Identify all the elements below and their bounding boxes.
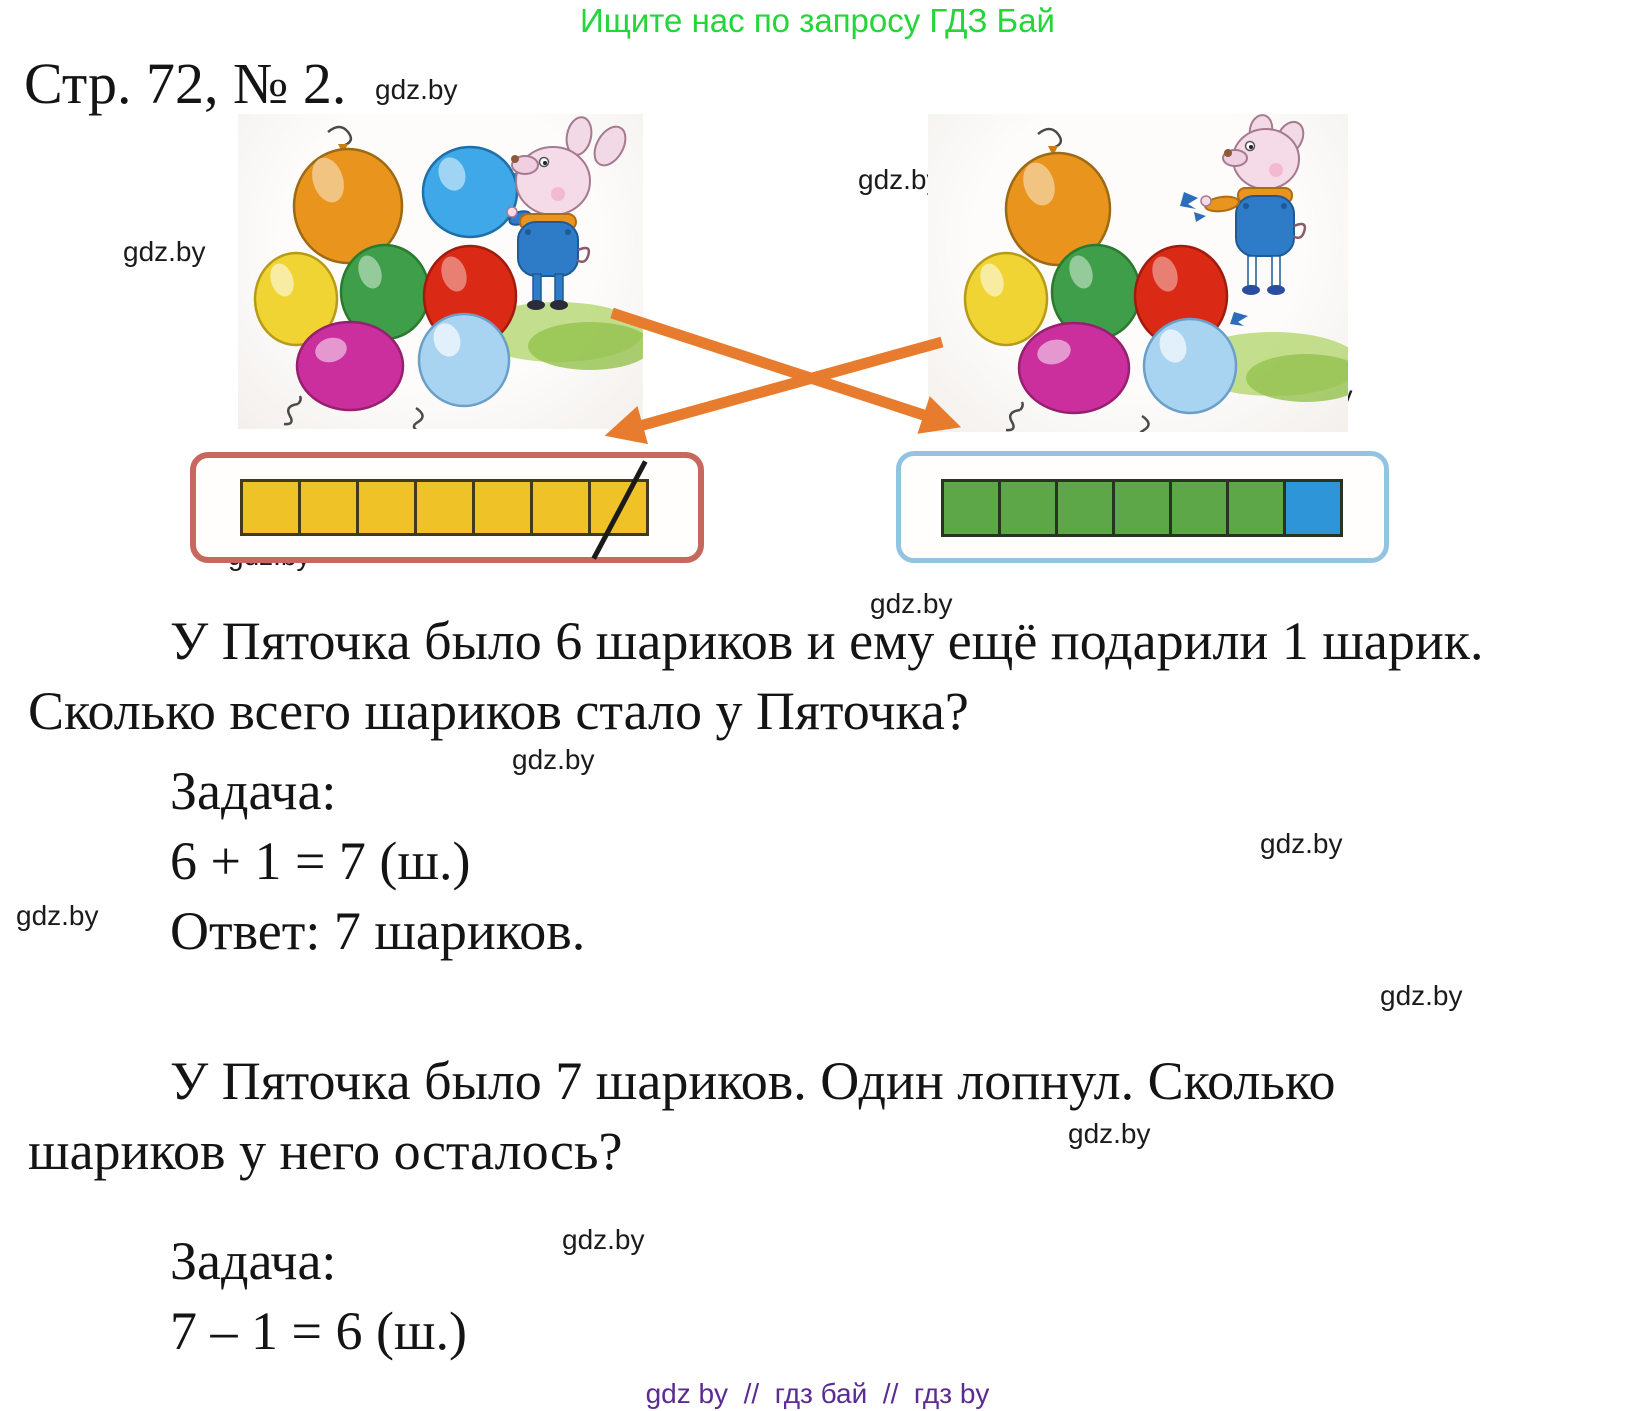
page-title: Стр. 72, № 2. xyxy=(24,51,347,116)
piglet-popped xyxy=(1180,114,1307,326)
right-strip xyxy=(896,451,1389,563)
left-strip xyxy=(190,452,704,563)
watermark: gdz.by xyxy=(870,588,953,619)
arrow-right-image-to-left-strip xyxy=(604,336,944,445)
watermark: gdz.by xyxy=(858,164,941,195)
problem1-text-line1: У Пяточка было 6 шариков и ему ещё подар… xyxy=(170,611,1484,671)
piglet-blowing xyxy=(506,116,627,310)
right-strip-blue-square xyxy=(1283,479,1343,537)
arrow-left-image-to-right-strip xyxy=(610,307,962,434)
left-strip-square xyxy=(240,479,301,536)
left-strip-square xyxy=(472,479,533,536)
watermark: gdz.by xyxy=(16,900,99,931)
problem1-equation: 6 + 1 = 7 (ш.) xyxy=(170,831,471,891)
left-strip-squares xyxy=(240,460,649,560)
problem2-task-label: Задача: xyxy=(170,1231,337,1291)
right-strip-green-square xyxy=(1112,479,1172,537)
crossed-out-slash xyxy=(591,460,648,560)
watermark: gdz.by xyxy=(1380,980,1463,1011)
watermark: gdz.by xyxy=(562,1224,645,1255)
right-strip-green-square xyxy=(941,479,1001,537)
watermark: gdz.by xyxy=(1260,828,1343,859)
watermark: gdz.by xyxy=(375,74,458,105)
problem1-text-line2: Сколько всего шариков стало у Пяточка? xyxy=(28,681,969,741)
left-strip-square xyxy=(588,460,649,560)
left-strip-square xyxy=(298,479,359,536)
right-strip-green-square xyxy=(1169,479,1229,537)
piglet-balloons-right-drawing xyxy=(963,114,1348,432)
right-strip-squares xyxy=(941,479,1343,537)
right-strip-green-square xyxy=(998,479,1058,537)
piglet-balloons-left-drawing xyxy=(253,116,643,429)
illustration-piglet-popped-balloon xyxy=(928,114,1348,432)
illustration-piglet-blowing-balloon xyxy=(238,114,643,429)
problem2-equation: 7 – 1 = 6 (ш.) xyxy=(170,1301,467,1361)
problem1-answer: Ответ: 7 шариков. xyxy=(170,901,586,961)
left-strip-square xyxy=(414,479,475,536)
problem2-text-line1: У Пяточка было 7 шариков. Один лопнул. С… xyxy=(170,1051,1336,1111)
watermark: gdz.by xyxy=(123,236,206,267)
footer-text: gdz by // гдз бай // гдз by xyxy=(645,1378,990,1409)
problem2-text-line2: шариков у него осталось? xyxy=(28,1121,623,1181)
watermark: gdz.by xyxy=(512,744,595,775)
right-strip-green-square xyxy=(1226,479,1286,537)
left-strip-square xyxy=(356,479,417,536)
left-strip-square xyxy=(530,479,591,536)
top-banner-text: Ищите нас по запросу ГДЗ Бай xyxy=(580,2,1055,39)
problem1-task-label: Задача: xyxy=(170,761,337,821)
right-strip-green-square xyxy=(1055,479,1115,537)
watermark: gdz.by xyxy=(1068,1118,1151,1149)
